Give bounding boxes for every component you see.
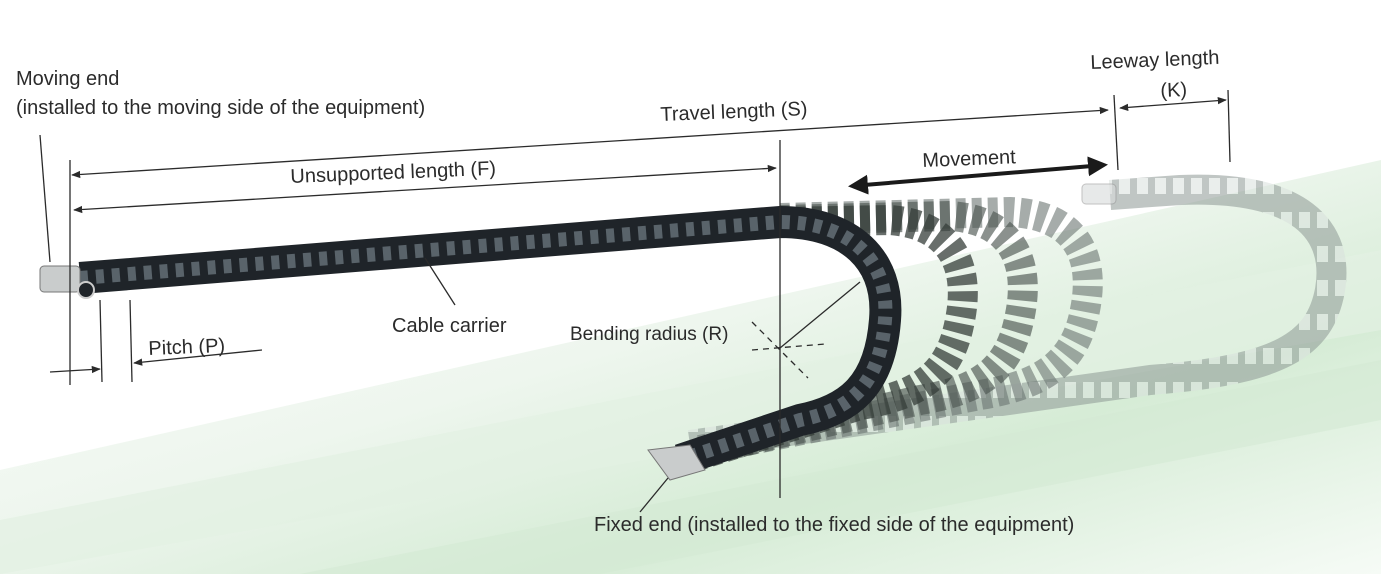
- movement-arrow: [848, 156, 1108, 195]
- ghost-carrier-1: [695, 204, 978, 470]
- pitch-label: Pitch (P): [148, 334, 226, 360]
- ghost-carrier-3: [697, 196, 1103, 465]
- cable-carrier-label: Cable carrier: [392, 315, 507, 337]
- fixed-end-bracket: [647, 444, 706, 481]
- bending-radius-label: Bending radius (R): [570, 324, 729, 345]
- dimension-lines: [39, 89, 1231, 513]
- movement-label: Movement: [922, 146, 1017, 172]
- cable-carrier: [78, 205, 902, 476]
- ghost-carrier-far: [687, 174, 1347, 460]
- ghost-moving-end-bracket: [1081, 183, 1117, 205]
- fixed-end-label: Fixed end (installed to the fixed side o…: [594, 514, 1075, 536]
- leeway-length-label-line2: (K): [1160, 78, 1188, 102]
- background: [0, 160, 1381, 574]
- ghost-carrier-2: [696, 200, 1038, 467]
- moving-end-title: Moving end: [16, 68, 120, 90]
- moving-end-description: (installed to the moving side of the equ…: [16, 97, 426, 119]
